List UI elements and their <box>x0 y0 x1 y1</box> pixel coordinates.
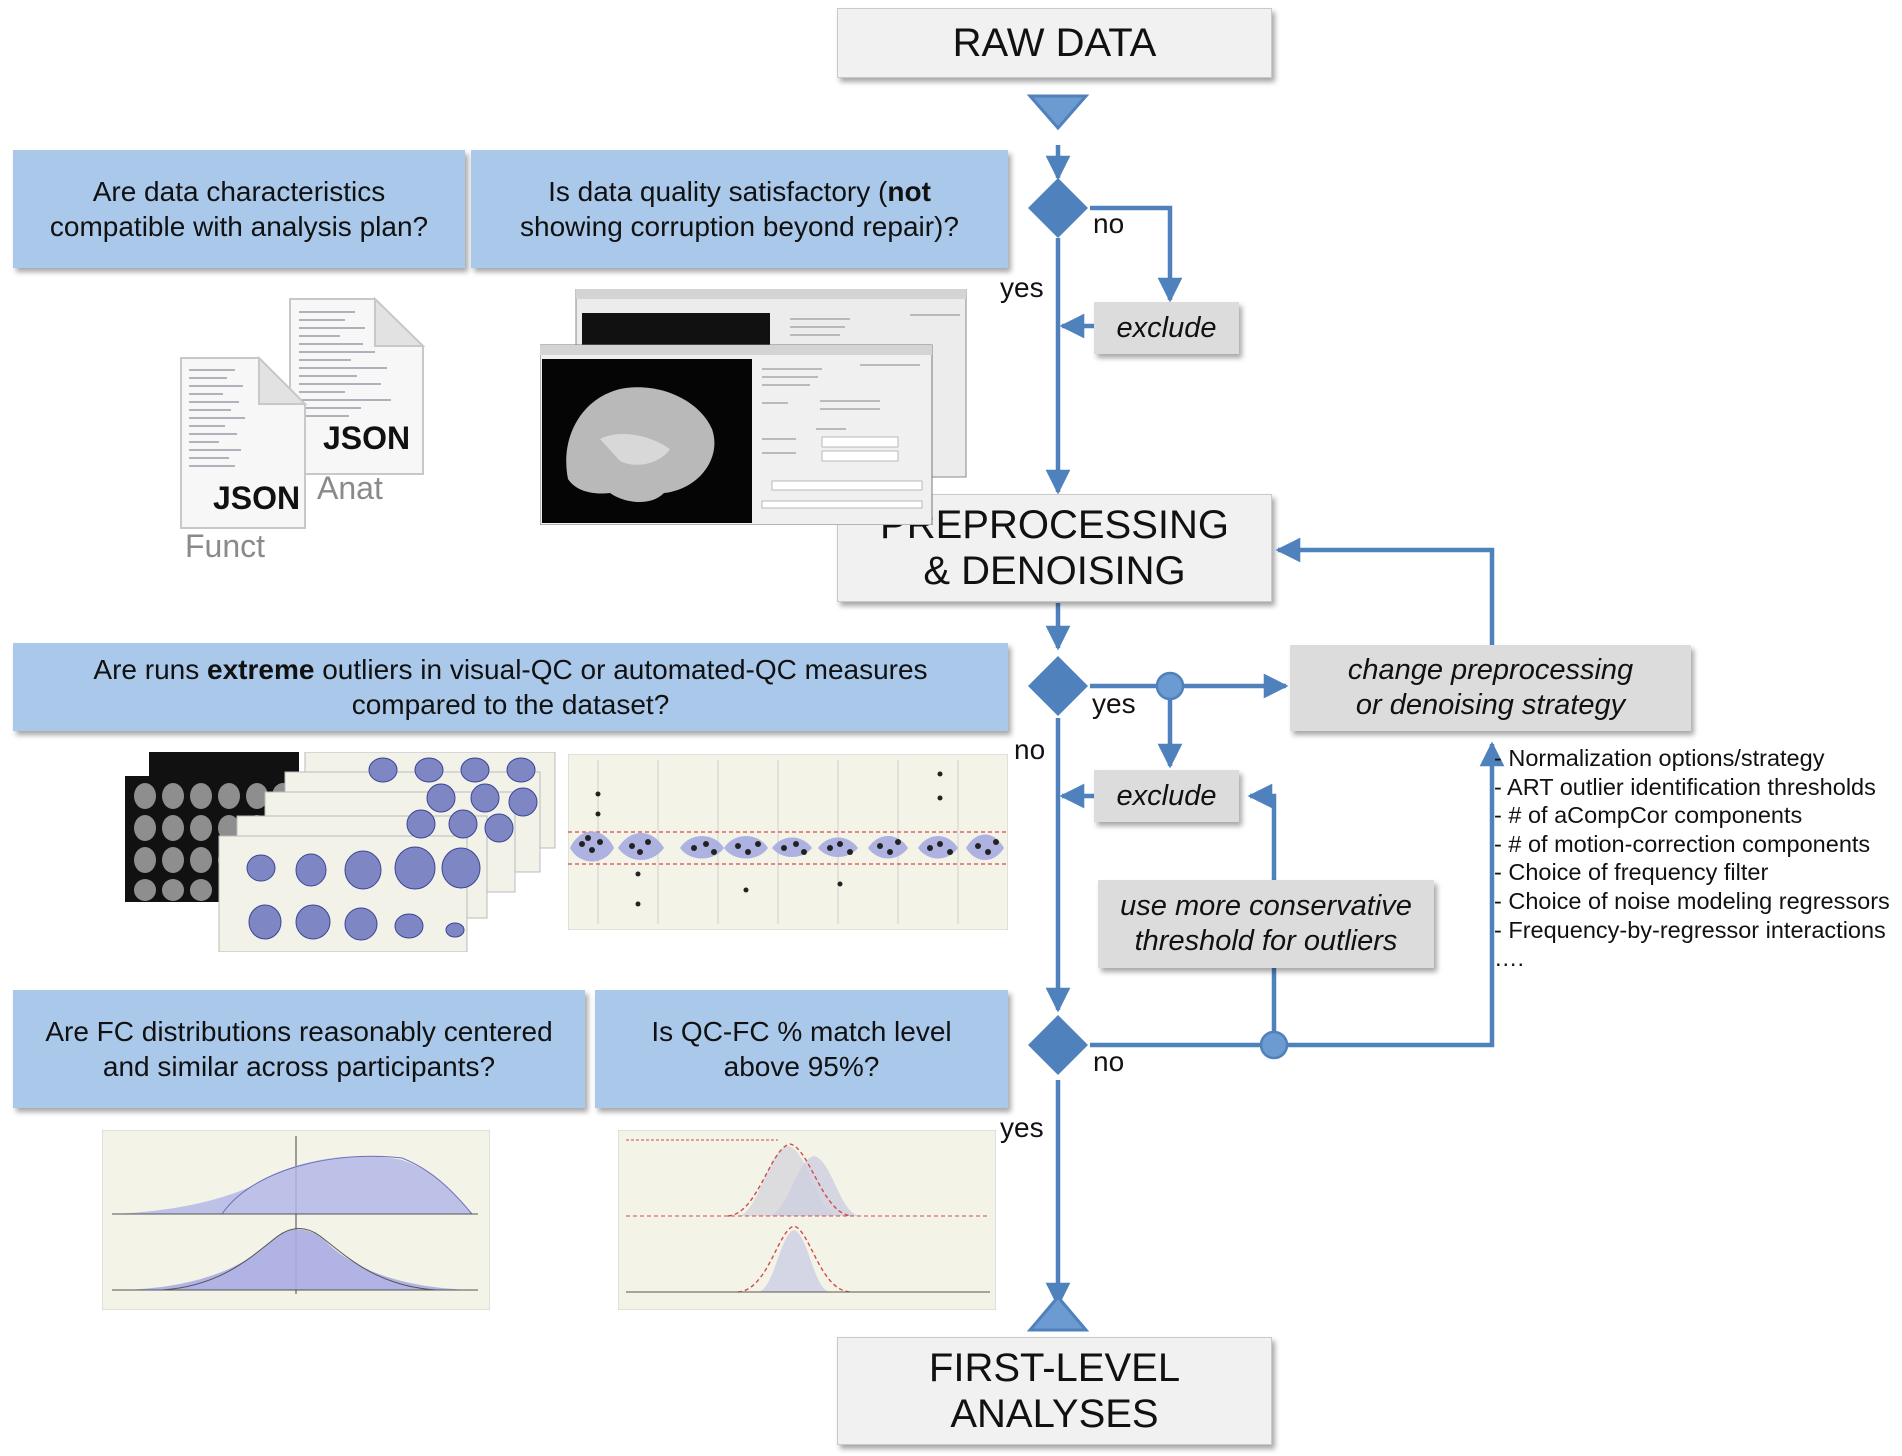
question-3-line1-pre: Are runs <box>93 654 208 685</box>
funct-json-label: JSON <box>213 480 301 516</box>
question-fc-distributions: Are FC distributions reasonably centered… <box>13 990 585 1108</box>
exclude-box-2: exclude <box>1094 770 1239 822</box>
raw-data-label: RAW DATA <box>952 21 1157 65</box>
arrow-no-to-exclude-1 <box>1090 205 1183 303</box>
strategy-option: - # of aCompCor components <box>1494 802 1803 829</box>
change-strategy-box: change preprocessing or denoising strate… <box>1290 645 1691 731</box>
blue-slice-montage-stack <box>218 752 556 952</box>
junction-dot-1 <box>1155 671 1185 701</box>
strategy-option: …. <box>1494 945 1525 972</box>
edge-label-yes-3: yes <box>1000 1112 1044 1143</box>
decision-diamond-2 <box>1028 656 1088 716</box>
edge-label-yes-2: yes <box>1092 688 1136 719</box>
strategy-option: - Frequency-by-regressor interactions <box>1494 916 1886 943</box>
question-data-characteristics: Are data characteristics compatible with… <box>13 150 465 268</box>
preprocessing-label-line1: PREPROCESSING <box>880 503 1229 547</box>
first-level-label-line2: ANALYSES <box>950 1392 1159 1436</box>
start-triangle <box>1026 94 1090 131</box>
question-2-bold-word: not <box>887 176 931 207</box>
question-3-line1-post: outliers in visual-QC or automated-QC me… <box>314 654 928 685</box>
slice-display-screenshots <box>540 289 967 525</box>
exclude-1-label: exclude <box>1116 311 1217 344</box>
arrow-change-strategy-to-preprocessing <box>1275 537 1495 648</box>
question-3-line2: compared to the dataset? <box>351 689 670 720</box>
question-2-line1: Is data quality satisfactory (not <box>520 174 959 209</box>
funct-caption: Funct <box>185 528 266 564</box>
question-2-line1-text: Is data quality satisfactory ( <box>548 176 888 207</box>
question-3-line1: Are runs extreme outliers in visual-QC o… <box>93 652 927 687</box>
edge-label-no-3: no <box>1093 1046 1125 1077</box>
question-1-line1: Are data characteristics <box>92 176 386 207</box>
first-level-box: FIRST-LEVEL ANALYSES <box>837 1337 1272 1445</box>
question-4-line2: and similar across participants? <box>102 1051 496 1082</box>
qc-fc-plot <box>618 1130 996 1310</box>
preprocessing-label-line2: & DENOISING <box>923 549 1186 593</box>
slice-display-window-front <box>540 344 933 525</box>
strategy-options-list: - Normalization options/strategy - ART o… <box>1494 744 1890 973</box>
decision-diamond-1 <box>1028 178 1088 238</box>
funct-json-file-icon <box>180 355 308 529</box>
decision-diamond-3 <box>1028 1015 1088 1075</box>
question-1-line2: compatible with analysis plan? <box>49 211 429 242</box>
question-extreme-outliers: Are runs extreme outliers in visual-QC o… <box>13 643 1008 731</box>
strategy-option: - Choice of frequency filter <box>1494 859 1769 886</box>
change-strategy-line2: or denoising strategy <box>1355 689 1626 721</box>
question-5-line2: above 95%? <box>723 1051 880 1082</box>
raw-data-box: RAW DATA <box>837 8 1272 78</box>
strategy-option: - Normalization options/strategy <box>1494 745 1825 771</box>
strategy-option: - ART outlier identification thresholds <box>1494 773 1876 800</box>
anat-caption: Anat <box>317 470 383 506</box>
question-2-line2: showing corruption beyond repair)? <box>520 211 959 242</box>
qc-measures-plot <box>568 754 1008 930</box>
edge-label-no-2: no <box>1014 734 1046 765</box>
json-documents-illustration <box>180 296 426 529</box>
conservative-line2: threshold for outliers <box>1134 925 1398 957</box>
arrow-no-to-options <box>1090 741 1505 1048</box>
strategy-option: - # of motion-correction components <box>1494 830 1871 857</box>
conservative-line1: use more conservative <box>1120 890 1412 922</box>
edge-label-no-1: no <box>1093 208 1125 239</box>
strategy-option: - Choice of noise modeling regressors <box>1494 887 1890 914</box>
question-4-line1: Are FC distributions reasonably centered <box>45 1016 553 1047</box>
conservative-threshold-box: use more conservative threshold for outl… <box>1098 880 1434 968</box>
end-triangle <box>1026 1294 1090 1332</box>
change-strategy-line1: change preprocessing <box>1347 654 1634 686</box>
question-qc-fc-match: Is QC-FC % match level above 95%? <box>595 990 1008 1108</box>
edge-label-yes-1: yes <box>1000 272 1044 303</box>
exclude-box-1: exclude <box>1094 302 1239 354</box>
junction-dot-2 <box>1259 1030 1289 1060</box>
question-3-bold-word: extreme <box>207 654 315 685</box>
first-level-label-line1: FIRST-LEVEL <box>928 1346 1181 1390</box>
question-5-line1: Is QC-FC % match level <box>651 1016 952 1047</box>
fc-distributions-plot <box>102 1130 490 1310</box>
exclude-2-label: exclude <box>1116 779 1217 812</box>
question-data-quality: Is data quality satisfactory (not showin… <box>471 150 1008 268</box>
brain-slice-montages <box>125 752 556 952</box>
anat-json-label: JSON <box>323 420 411 456</box>
